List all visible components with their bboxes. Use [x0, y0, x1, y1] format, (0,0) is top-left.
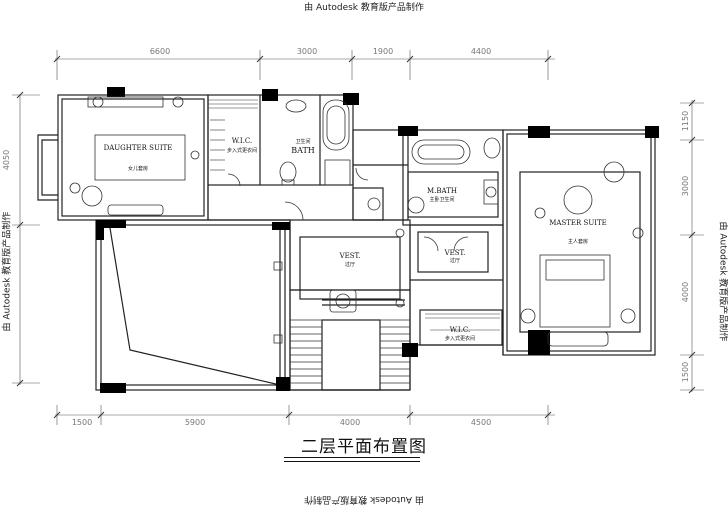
watermark-top: 由 Autodesk 教育版产品制作	[304, 3, 424, 13]
room-master-suite-cn: 主人套房	[568, 238, 588, 245]
dim-right-2: 3000	[681, 176, 690, 196]
room-master-suite-label: MASTER SUITE	[549, 219, 607, 227]
dim-right-3: 4000	[681, 282, 690, 302]
room-vest-center-label: VEST.	[339, 252, 361, 260]
dim-top-3: 1900	[373, 47, 393, 56]
room-daughter-suite-cn: 女儿套房	[128, 165, 148, 172]
dim-left-1: 4050	[2, 150, 11, 170]
dimension-lines	[12, 50, 704, 425]
room-wic-right-label: W.I.C.	[450, 326, 471, 334]
room-bath-label: BATH	[291, 146, 315, 155]
room-vest-right-label: VEST.	[444, 249, 466, 257]
dim-top-2: 3000	[297, 47, 317, 56]
room-bath-cn: 卫生间	[295, 138, 310, 145]
dim-bottom-1: 1500	[72, 418, 92, 427]
dim-bottom-4: 4500	[471, 418, 491, 427]
dim-bottom-3: 4000	[340, 418, 360, 427]
plan-title: 二层平面布置图	[301, 437, 427, 457]
room-vest-center-cn: 过厅	[345, 261, 355, 268]
room-wic-left-cn: 步入式更衣间	[227, 147, 257, 154]
structural-columns	[96, 87, 659, 393]
dimension-ticks	[16, 55, 696, 419]
room-wic-right-cn: 步入式更衣间	[445, 335, 475, 342]
room-daughter-suite-label: DAUGHTER SUITE	[104, 144, 173, 152]
room-vest-right-cn: 过厅	[450, 257, 460, 264]
dim-right-1: 1150	[681, 111, 690, 131]
room-wic-left-label: W.I.C.	[232, 137, 253, 145]
fixtures	[69, 96, 644, 347]
stair-treads	[290, 319, 410, 384]
room-m-bath-label: M.BATH	[427, 187, 457, 195]
dim-top-4: 4400	[471, 47, 491, 56]
dim-right-4: 1500	[681, 362, 690, 382]
room-m-bath-cn: 主卧卫生间	[429, 196, 454, 203]
dim-bottom-2: 5900	[185, 418, 205, 427]
dim-top-1: 6600	[150, 47, 170, 56]
title-underline	[284, 457, 420, 462]
closet-hatching	[208, 99, 500, 331]
